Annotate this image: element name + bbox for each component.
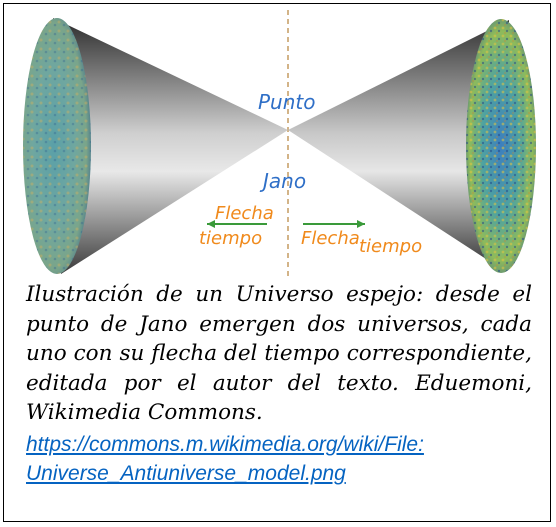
source-link-line1[interactable]: https://commons.m.wikimedia.org/wiki/Fil… (26, 433, 424, 456)
label-flecha-left: Flecha (215, 203, 274, 224)
right-cone (288, 20, 509, 272)
left-cone (53, 18, 288, 274)
label-jano: Jano (259, 169, 306, 193)
figure-caption: Ilustración de un Universo espejo: desde… (26, 282, 532, 425)
label-flecha-right: Flecha (301, 228, 360, 249)
label-tiempo-left: tiempo (199, 228, 262, 249)
source-link-line2[interactable]: Universe_Antiuniverse_model.png (26, 462, 346, 485)
universe-mirror-illustration: Punto Jano Flecha tiempo Flecha tiempo (23, 10, 536, 276)
right-universe-disk (466, 19, 536, 273)
left-universe-disk (23, 18, 91, 274)
source-link[interactable]: https://commons.m.wikimedia.org/wiki/Fil… (26, 430, 532, 488)
label-tiempo-right: tiempo (359, 236, 422, 257)
label-punto: Punto (258, 90, 316, 114)
figure-frame: Punto Jano Flecha tiempo Flecha tiempo I… (3, 3, 551, 522)
